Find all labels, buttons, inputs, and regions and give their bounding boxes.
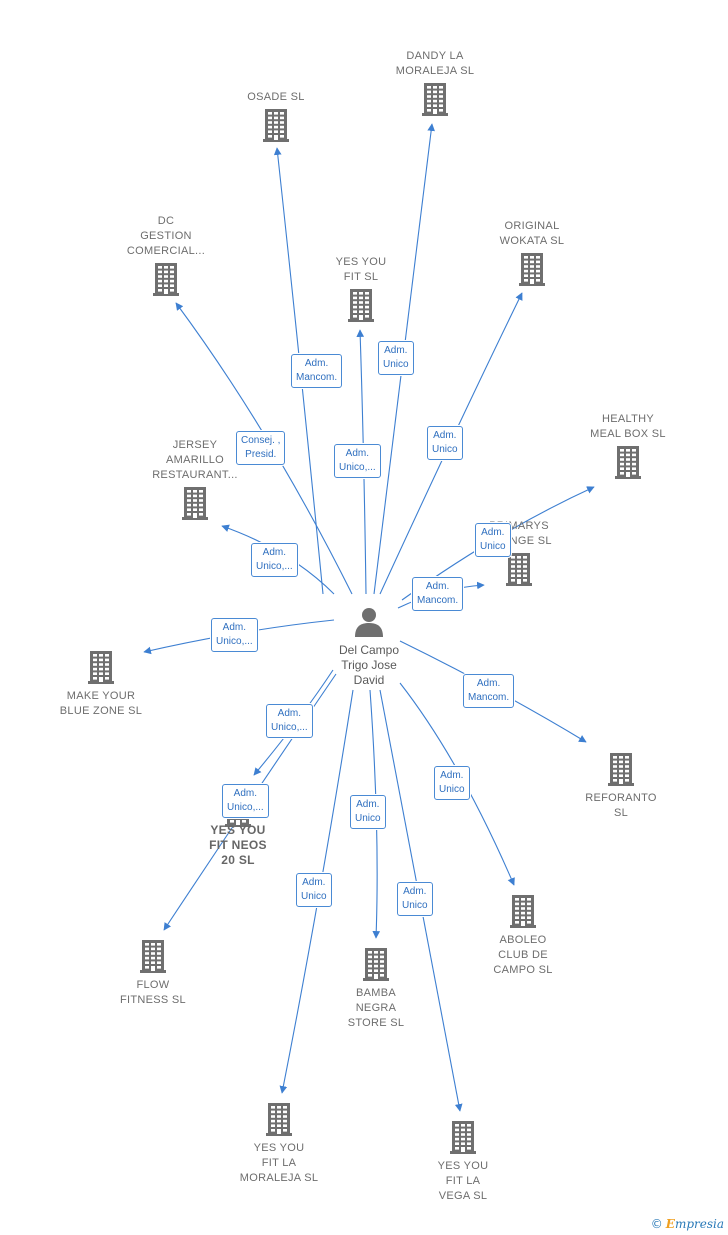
copyright-icon: ©: [650, 1217, 663, 1231]
building-icon-wrap[interactable]: [87, 650, 115, 684]
building-icon: [615, 446, 641, 479]
role-badge-jersey[interactable]: Adm. Unico,...: [251, 543, 298, 577]
role-badge-healthy[interactable]: Adm. Unico: [475, 523, 511, 557]
company-node-moraleja[interactable]: YES YOU FIT LA MORALEJA SL: [209, 1141, 349, 1186]
role-badge-dandy[interactable]: Adm. Unico: [378, 341, 414, 375]
building-icon: [266, 1103, 292, 1136]
building-icon-wrap[interactable]: [607, 752, 635, 786]
company-label: REFORANTO SL: [585, 792, 657, 819]
building-icon: [608, 753, 634, 786]
brand-logo-text: mpresia: [674, 1217, 724, 1231]
company-label: BAMBA NEGRA STORE SL: [347, 987, 405, 1029]
building-icon-wrap[interactable]: [449, 1120, 477, 1154]
role-badge-moraleja[interactable]: Adm. Unico: [296, 873, 332, 907]
building-icon: [363, 948, 389, 981]
building-icon: [450, 1121, 476, 1154]
building-icon: [422, 83, 448, 116]
company-node-aboleo[interactable]: ABOLEO CLUB DE CAMPO SL: [453, 933, 593, 978]
building-icon: [263, 109, 289, 142]
building-icon-wrap[interactable]: [265, 1102, 293, 1136]
person-name: Del Campo Trigo Jose David: [338, 643, 400, 687]
role-badge-makeyour[interactable]: Adm. Unico,...: [211, 618, 258, 652]
company-label: ORIGINAL WOKATA SL: [499, 220, 565, 247]
role-badge-reforanto[interactable]: Adm. Mancom.: [463, 674, 515, 708]
company-node-jersey[interactable]: JERSEY AMARILLO RESTAURANT...: [125, 438, 265, 523]
company-node-neos[interactable]: YES YOU FIT NEOS 20 SL: [168, 823, 308, 868]
role-badge-primarys[interactable]: Adm. Mancom.: [412, 577, 464, 611]
company-label: YES YOU FIT LA VEGA SL: [437, 1160, 489, 1202]
company-label: PRIMARYS LOUNGE SL: [486, 520, 552, 547]
role-badge-vega[interactable]: Adm. Unico: [397, 882, 433, 916]
company-node-vega[interactable]: YES YOU FIT LA VEGA SL: [393, 1159, 533, 1204]
company-label: JERSEY AMARILLO RESTAURANT...: [152, 439, 238, 481]
company-label: DC GESTION COMERCIAL...: [126, 215, 206, 257]
brand-logo-letter: E: [665, 1217, 675, 1231]
company-node-yesyoufit[interactable]: YES YOU FIT SL: [291, 255, 431, 325]
building-icon: [88, 651, 114, 684]
role-badge-osade[interactable]: Adm. Mancom.: [291, 354, 343, 388]
company-node-makeyour[interactable]: MAKE YOUR BLUE ZONE SL: [31, 689, 171, 719]
company-node-reforanto[interactable]: REFORANTO SL: [551, 791, 691, 821]
role-badge-aboleo[interactable]: Adm. Unico: [434, 766, 470, 800]
brand-footer: ©Empresia: [651, 1217, 724, 1231]
company-label: YES YOU FIT LA MORALEJA SL: [239, 1142, 319, 1184]
building-icon: [506, 553, 532, 586]
building-icon: [140, 940, 166, 973]
building-icon: [153, 263, 179, 296]
company-node-dandy[interactable]: DANDY LA MORALEJA SL: [365, 49, 505, 119]
building-icon-wrap[interactable]: [139, 939, 167, 973]
company-node-dc[interactable]: DC GESTION COMERCIAL...: [96, 214, 236, 299]
building-icon: [519, 253, 545, 286]
building-icon: [348, 289, 374, 322]
building-icon: [182, 487, 208, 520]
person-icon: [355, 608, 383, 637]
building-icon-wrap[interactable]: [362, 947, 390, 981]
role-badge-yesyoufit[interactable]: Adm. Unico,...: [334, 444, 381, 478]
role-badge-original[interactable]: Adm. Unico: [427, 426, 463, 460]
company-node-bamba[interactable]: BAMBA NEGRA STORE SL: [306, 986, 446, 1031]
role-badge-flow[interactable]: Adm. Unico,...: [222, 784, 269, 818]
company-label: ABOLEO CLUB DE CAMPO SL: [493, 934, 553, 976]
company-node-primarys[interactable]: PRIMARYS LOUNGE SL: [449, 519, 589, 589]
building-icon: [510, 895, 536, 928]
company-label: YES YOU FIT NEOS 20 SL: [209, 823, 267, 867]
company-node-original[interactable]: ORIGINAL WOKATA SL: [462, 219, 602, 289]
company-node-healthy[interactable]: HEALTHY MEAL BOX SL: [558, 412, 698, 482]
company-label: FLOW FITNESS SL: [120, 979, 186, 1006]
role-badge-bamba[interactable]: Adm. Unico: [350, 795, 386, 829]
role-badge-neos[interactable]: Adm. Unico,...: [266, 704, 313, 738]
company-node-osade[interactable]: OSADE SL: [206, 90, 346, 145]
company-label: HEALTHY MEAL BOX SL: [590, 413, 666, 440]
company-label: MAKE YOUR BLUE ZONE SL: [59, 690, 143, 717]
role-badge-dc[interactable]: Consej. , Presid.: [236, 431, 286, 465]
company-label: OSADE SL: [247, 91, 305, 103]
building-icon-wrap[interactable]: [509, 894, 537, 928]
company-node-flow[interactable]: FLOW FITNESS SL: [83, 978, 223, 1008]
person-node[interactable]: Del Campo Trigo Jose David: [309, 606, 429, 688]
company-label: DANDY LA MORALEJA SL: [395, 50, 475, 77]
company-label: YES YOU FIT SL: [335, 256, 387, 283]
